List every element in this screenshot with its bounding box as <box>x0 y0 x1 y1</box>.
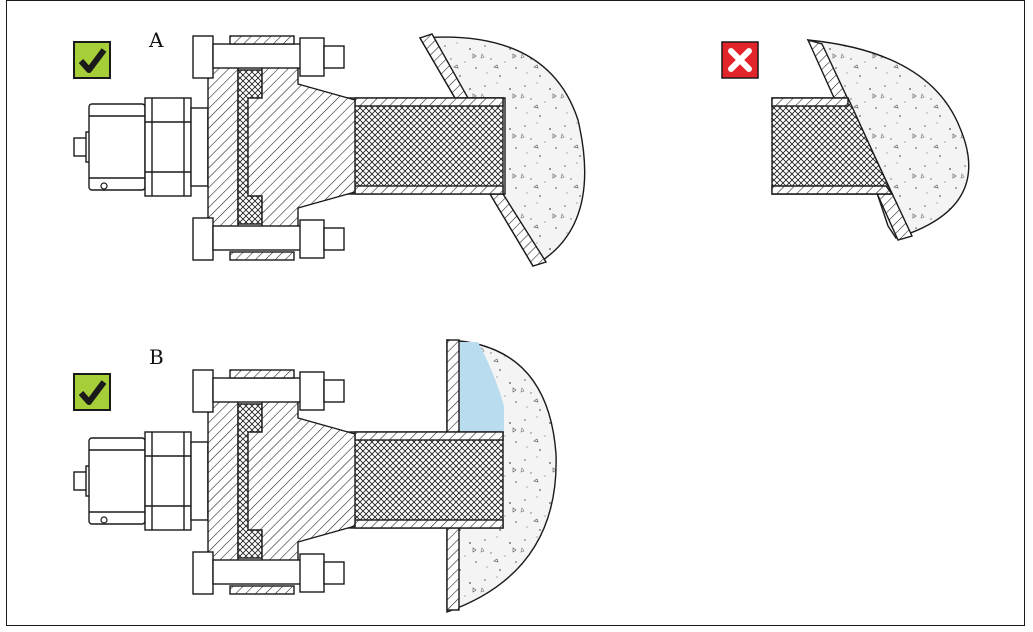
sensor-assembly <box>73 369 504 595</box>
concrete-wall <box>806 39 970 239</box>
variant-a-label: A <box>148 28 164 52</box>
incorrect-example <box>721 38 970 241</box>
screw-icon <box>100 182 108 190</box>
blue-fill-zone <box>459 342 504 434</box>
screw-icon <box>100 516 108 524</box>
variant-b-label: B <box>149 345 164 369</box>
variant-a: A <box>74 28 586 267</box>
pipe-section <box>771 97 894 195</box>
green-check-icon <box>74 42 110 78</box>
green-check-icon <box>74 374 110 410</box>
variant-b: B <box>73 339 557 613</box>
red-x-icon <box>721 41 759 79</box>
